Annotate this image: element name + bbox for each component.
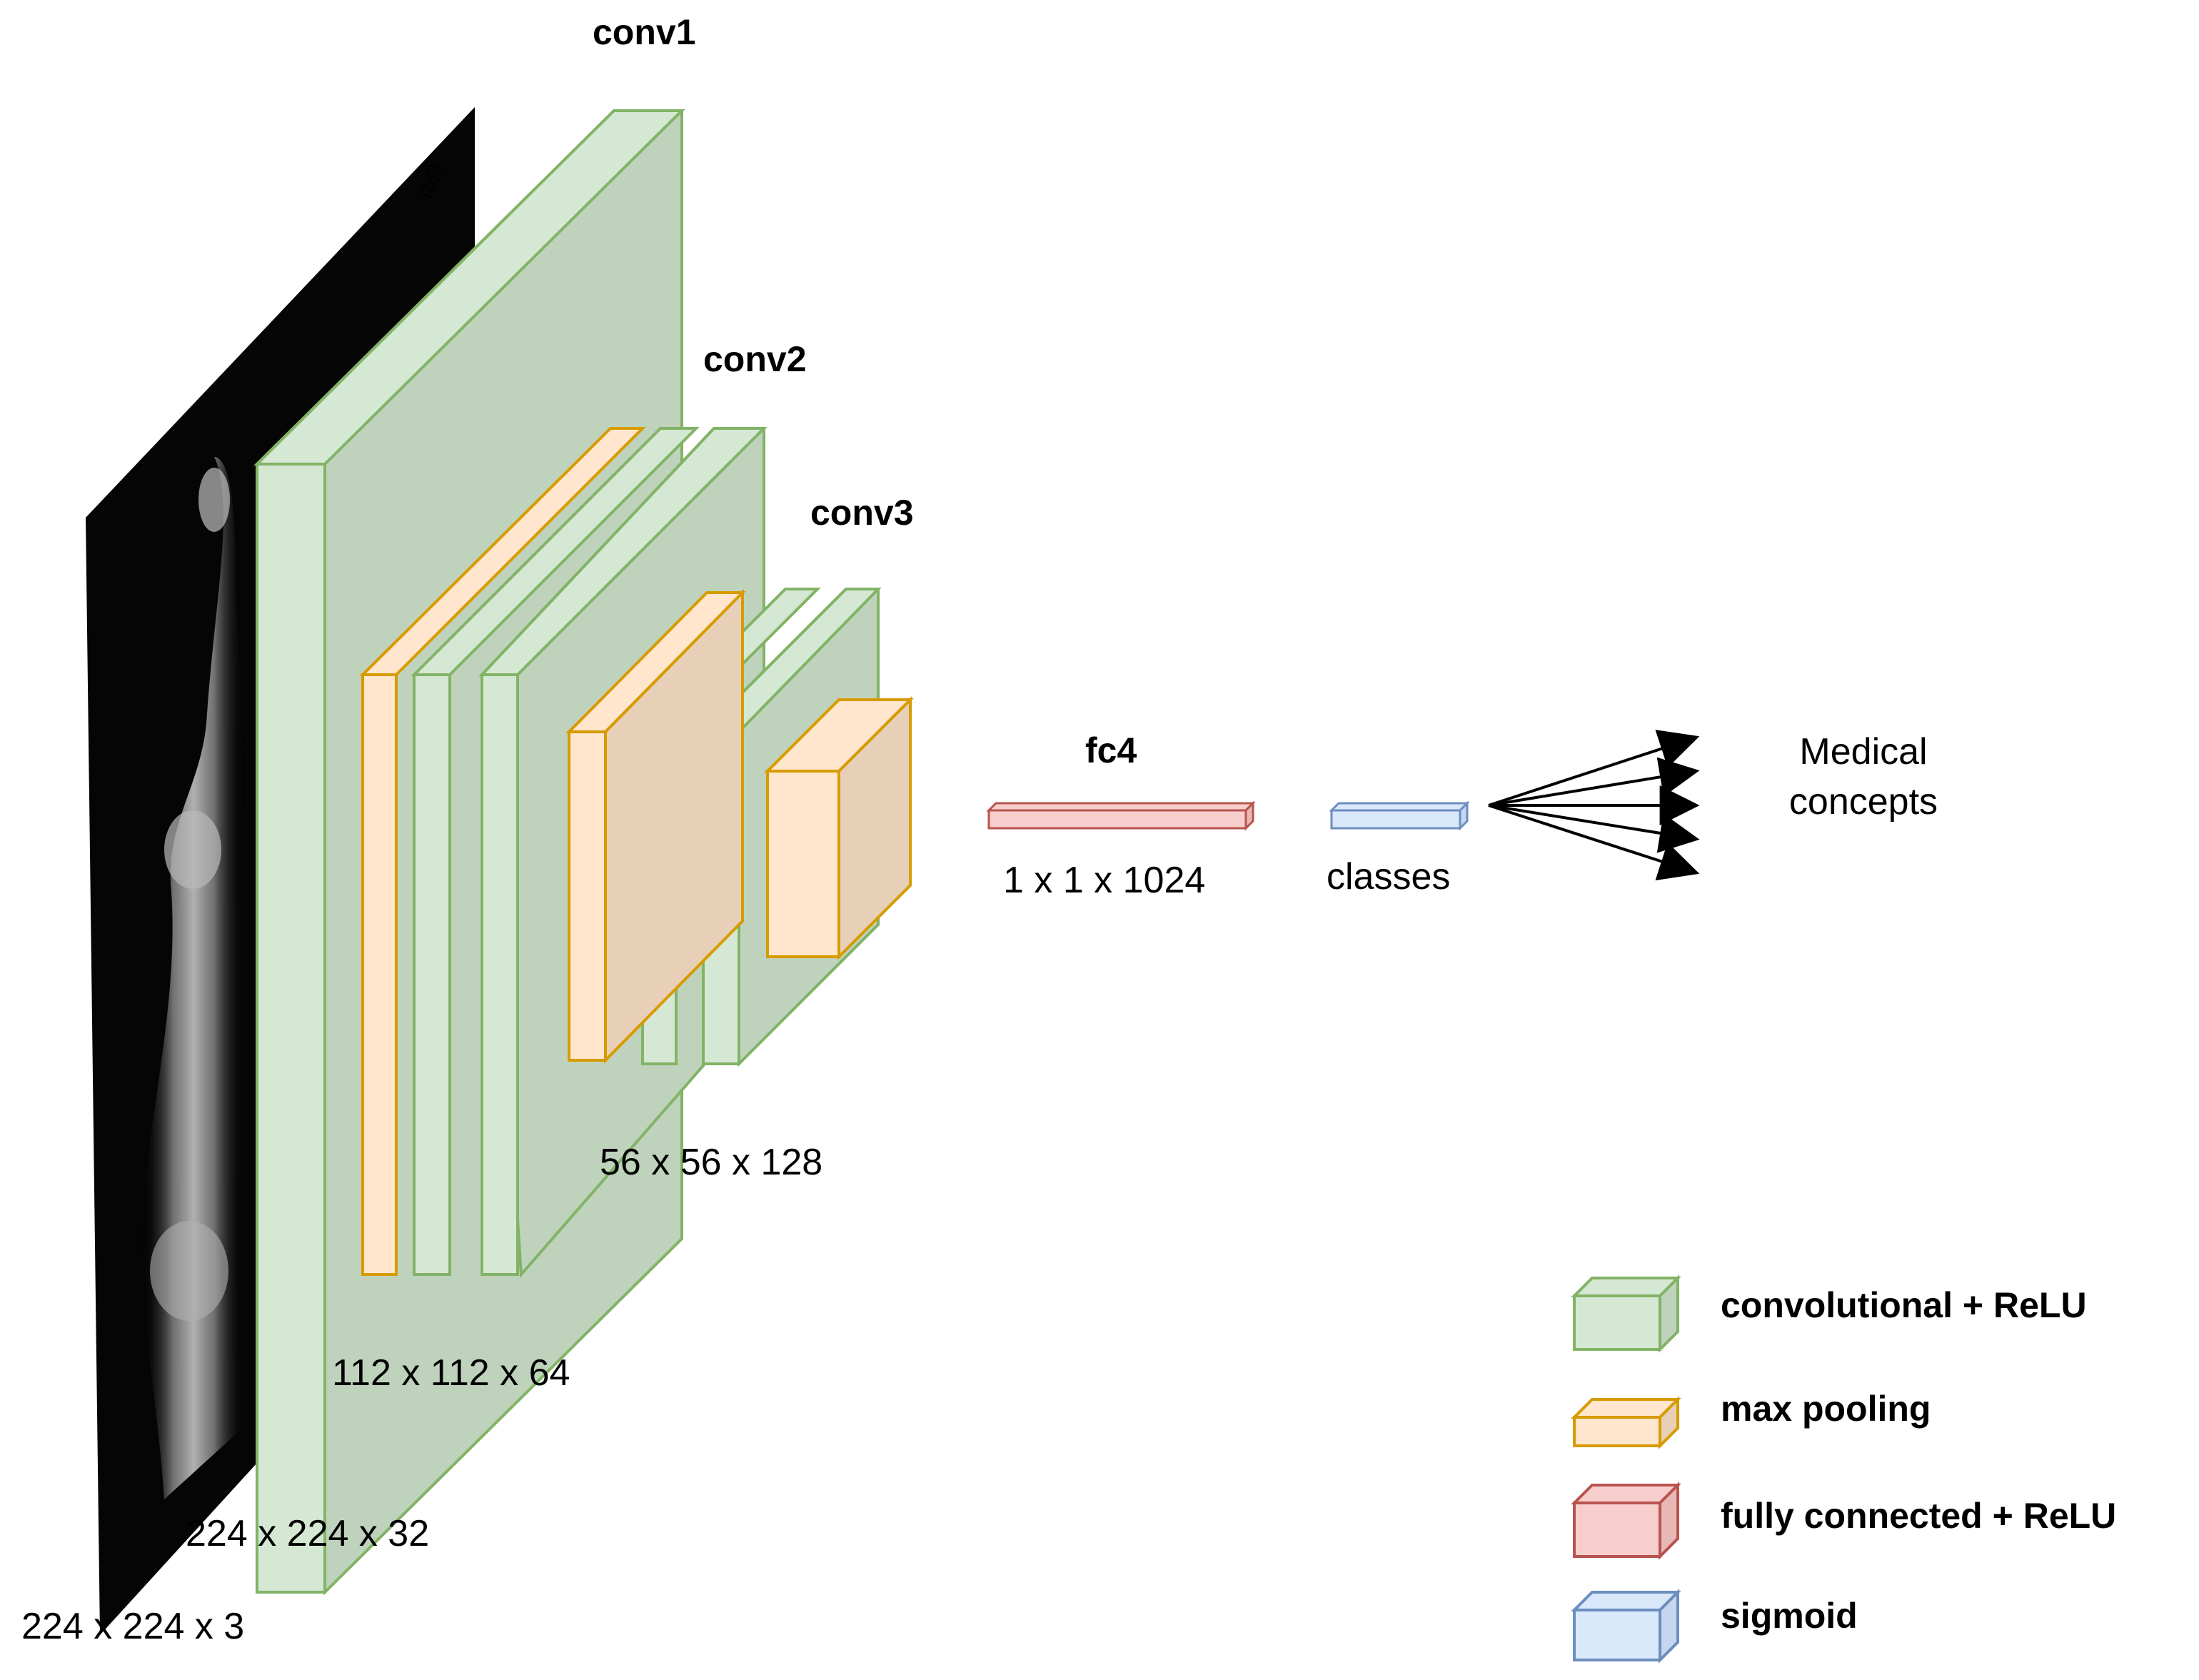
fc4-dims-label: 1 x 1 x 1024 — [1003, 860, 1205, 901]
legend-label-sigmoid: sigmoid — [1721, 1596, 1858, 1636]
conv1-dims-label: 224 x 224 x 32 — [186, 1513, 429, 1554]
input-dims-label: 224 x 224 x 3 — [21, 1606, 244, 1647]
legend-item-fc: fully connected + ReLU — [1571, 1482, 2116, 1560]
classes-label: classes — [1327, 856, 1450, 897]
legend: convolutional + ReLU max pooling fully c… — [1571, 1274, 2116, 1664]
conv2-dims-label: 112 x 112 x 64 — [332, 1352, 570, 1394]
sigmoid-block — [1329, 800, 1470, 831]
legend-label-pool: max pooling — [1721, 1389, 1931, 1429]
fc4-label: fc4 — [1085, 730, 1137, 770]
legend-item-conv: convolutional + ReLU — [1571, 1274, 2087, 1353]
legend-label-fc: fully connected + ReLU — [1721, 1496, 2116, 1536]
conv3-pool — [568, 730, 607, 1062]
legend-item-pool: max pooling — [1571, 1389, 1931, 1449]
fc4-block — [986, 800, 1256, 831]
medical-concepts-line2: concepts — [1789, 781, 1938, 823]
conv2-label: conv2 — [703, 339, 807, 379]
output-arrows — [1488, 730, 1700, 881]
conv3-label: conv3 — [810, 493, 914, 533]
conv2-conv-a — [413, 673, 451, 1276]
medical-concepts-line1: Medical — [1799, 731, 1927, 773]
conv2-conv-b — [480, 673, 519, 1276]
conv2-pool — [361, 673, 398, 1276]
conv3-block — [565, 588, 914, 1067]
final-pool-front — [766, 770, 840, 958]
legend-item-sigmoid: sigmoid — [1571, 1589, 1858, 1664]
conv1-label: conv1 — [593, 12, 696, 52]
conv3-dims-label: 56 x 56 x 128 — [600, 1142, 822, 1183]
legend-label-conv: convolutional + ReLU — [1721, 1285, 2087, 1325]
conv1-front-face — [256, 463, 326, 1594]
